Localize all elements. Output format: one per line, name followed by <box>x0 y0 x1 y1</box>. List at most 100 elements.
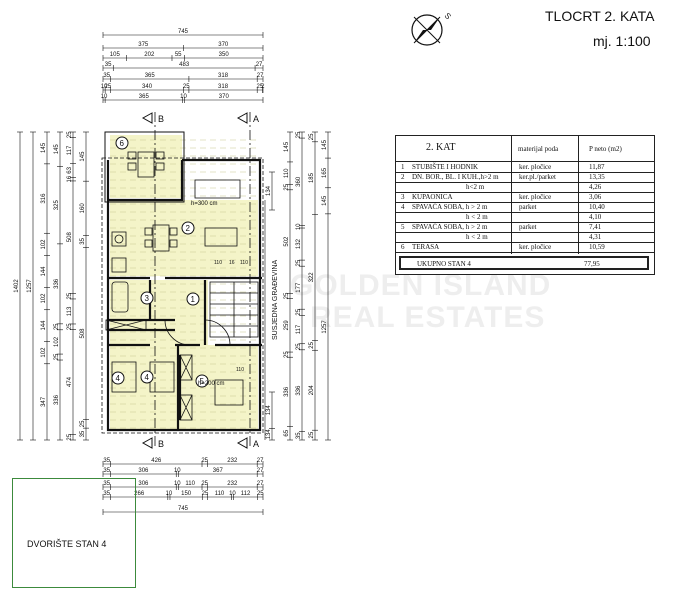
dining-table <box>152 224 170 252</box>
dimension-label: 65 <box>284 429 290 436</box>
dimension-label: 25 <box>284 351 290 358</box>
bathtub <box>111 281 129 313</box>
dimension-label: 25 <box>201 458 208 464</box>
sink <box>111 231 127 247</box>
room-number-circle <box>111 371 125 385</box>
dimension-label: 134 <box>266 185 272 196</box>
room-number: 4 <box>116 374 121 383</box>
plan-scale: mj. 1:100 <box>593 33 651 49</box>
room-number-circle <box>181 221 195 235</box>
dimension-label: 306 <box>138 481 149 487</box>
dimension-label: 35 <box>105 62 112 68</box>
cell-area: 7,41 <box>589 223 602 231</box>
dimension-label: 27 <box>256 62 263 68</box>
dimension-label: 35 <box>103 73 110 79</box>
cell-name: TERASA <box>412 243 440 251</box>
dimension-label: 35 <box>80 237 86 244</box>
dimension-label: 745 <box>178 29 189 35</box>
dimension-label: 508 <box>80 328 86 339</box>
room-number-circle <box>195 374 209 388</box>
dimension-label: 232 <box>227 458 238 464</box>
column-header-material: materijal poda <box>518 145 559 153</box>
section-arrow-icon <box>236 112 248 124</box>
cell-name: h < 2 m <box>466 233 488 241</box>
dimension-label: 132 <box>296 238 302 249</box>
dimension-label: 185 <box>309 172 315 183</box>
dimension-label: 102 <box>41 239 47 250</box>
dimension-label: 102 <box>41 347 47 358</box>
room-number: 2 <box>186 224 191 233</box>
section-lines <box>154 112 251 448</box>
dimension-label: 35 <box>103 458 110 464</box>
dimension-label: 266 <box>134 491 145 497</box>
cell-num: 6 <box>401 243 405 251</box>
dimension-label: 350 <box>219 52 230 58</box>
dimension-label: 102 <box>54 336 60 347</box>
dimension-label: 35 <box>103 481 110 487</box>
dimension-label: 134 <box>266 429 272 440</box>
sofa <box>194 179 241 199</box>
cell-num: 4 <box>401 203 405 211</box>
dimension-label: 25 <box>67 323 73 330</box>
room-number: 5 <box>200 377 205 386</box>
compass-icon: S <box>411 11 453 46</box>
dimension-label: 145 <box>322 139 328 150</box>
dimension-label: 27 <box>257 481 264 487</box>
dimension-label: 340 <box>142 84 153 90</box>
dimension-label: 117 <box>296 324 302 334</box>
dimension-label: 367 <box>213 468 224 474</box>
cell-area: 10,59 <box>589 243 605 251</box>
dimension-label: 1257 <box>27 279 33 293</box>
cell-material: ker. pločice <box>519 193 552 201</box>
dimension-label: 474 <box>67 376 73 387</box>
dimension-label: 426 <box>151 458 162 464</box>
dimension-label: 25 <box>296 131 302 138</box>
dimension-label: 35 <box>296 432 302 439</box>
stove <box>111 257 127 273</box>
dimension-label: 10 <box>174 481 181 487</box>
dimension-label: 10 <box>166 491 173 497</box>
dimension-label: 322 <box>309 272 315 283</box>
dimension-label: 318 <box>218 84 229 90</box>
dimension-label: 110 <box>185 481 195 487</box>
room-number: 3 <box>145 294 150 303</box>
dimension-label: 259 <box>284 320 290 331</box>
dimension-label: 2 <box>261 84 265 90</box>
dimension-label: 35 <box>103 491 110 497</box>
dimension-label: 365 <box>145 73 156 79</box>
cell-material: parket <box>519 223 537 231</box>
table-header: 2. KAT materijal poda P neto (m2) <box>396 136 654 162</box>
room-number-circle <box>140 291 154 305</box>
dimension-lines <box>17 32 331 515</box>
dimension-label: 10 <box>101 94 108 100</box>
dimension-label: 25 <box>202 491 209 497</box>
dimension-label: 177 <box>296 282 302 293</box>
dimension-label: 25 <box>257 491 264 497</box>
dimension-label: 63 <box>67 166 73 173</box>
dimension-label: 318 <box>218 73 229 79</box>
dimension-label: 134 <box>266 405 272 416</box>
dimension-label: 27 <box>257 468 264 474</box>
column-header-area: P neto (m2) <box>589 145 622 153</box>
dimension-label: 102 <box>41 293 47 304</box>
dimension-label: 144 <box>41 320 47 331</box>
dimension-label: 336 <box>296 385 302 396</box>
ceiling-height-note: h=200 cm <box>198 381 225 387</box>
dimension-label: 165 <box>322 167 328 178</box>
dimension-label: 25 <box>284 183 290 190</box>
bed-3 <box>214 379 244 406</box>
dimension-label: 347 <box>41 396 47 407</box>
dimension-label: 25 <box>309 133 315 140</box>
cell-material: ker. pločice <box>519 163 552 171</box>
dimension-label: 25 <box>257 84 264 90</box>
yard-label: DVORIŠTE STAN 4 <box>27 539 107 549</box>
room-number-circle <box>140 370 154 384</box>
cell-num: 3 <box>401 193 405 201</box>
dimension-label: 145 <box>284 141 290 152</box>
